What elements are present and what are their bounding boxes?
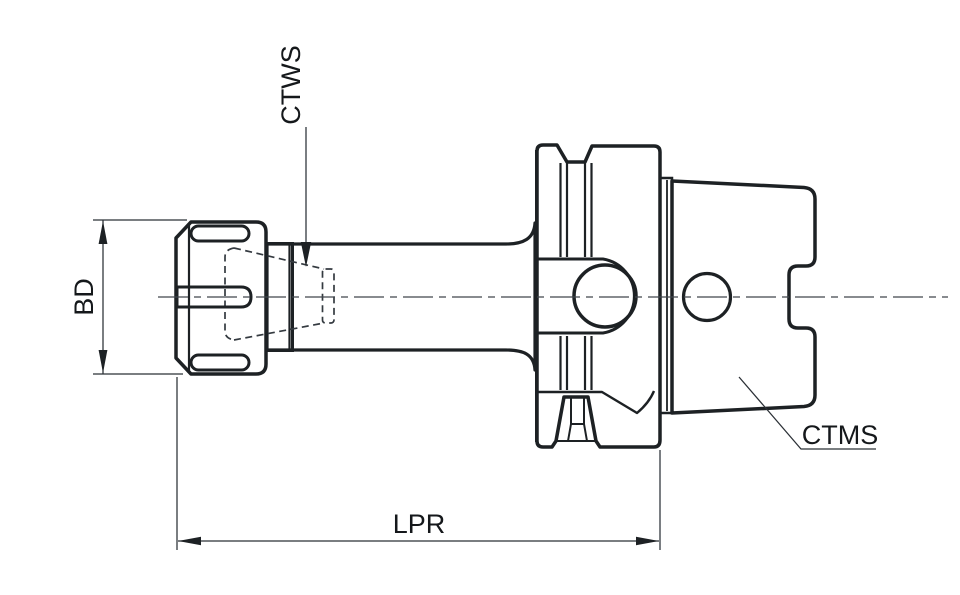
bd-arrow-up [98,221,108,244]
coolant-hole [681,271,733,323]
bd-label: BD [69,278,99,316]
v-groove-edges-top [559,163,593,257]
drive-slot [572,263,638,329]
flange-body [535,143,662,449]
nut-slot-bottom [189,353,251,372]
dimension-bd: BD [69,219,187,375]
taper-body [670,179,817,415]
hsk-taper-shank [670,179,817,415]
v-groove-edges-bottom [559,336,593,390]
ctws-label: CTWS [276,45,306,124]
annotation-ctms: CTMS [738,376,879,450]
lpr-label: LPR [393,509,446,539]
collet-clamping-nut [174,220,268,376]
nut-slot-top [189,224,251,243]
nut-body [174,220,268,376]
dimension-lpr: LPR [176,377,661,550]
flange-neck-ring [658,176,674,415]
ctms-label: CTMS [802,420,879,450]
gripper-flange [535,143,662,449]
lpr-arrow-right [636,536,659,546]
flange-bottom-notch-detail [556,397,596,442]
bd-arrow-down [98,350,108,373]
lpr-arrow-left [178,536,201,546]
nut-slot-middle [175,285,253,309]
flange-bottom-relief [537,390,656,415]
hidden-collet-contour [224,247,335,341]
annotation-ctws: CTWS [276,45,312,267]
ctws-arrow [300,242,312,267]
nut-wrench-slots [175,224,253,372]
